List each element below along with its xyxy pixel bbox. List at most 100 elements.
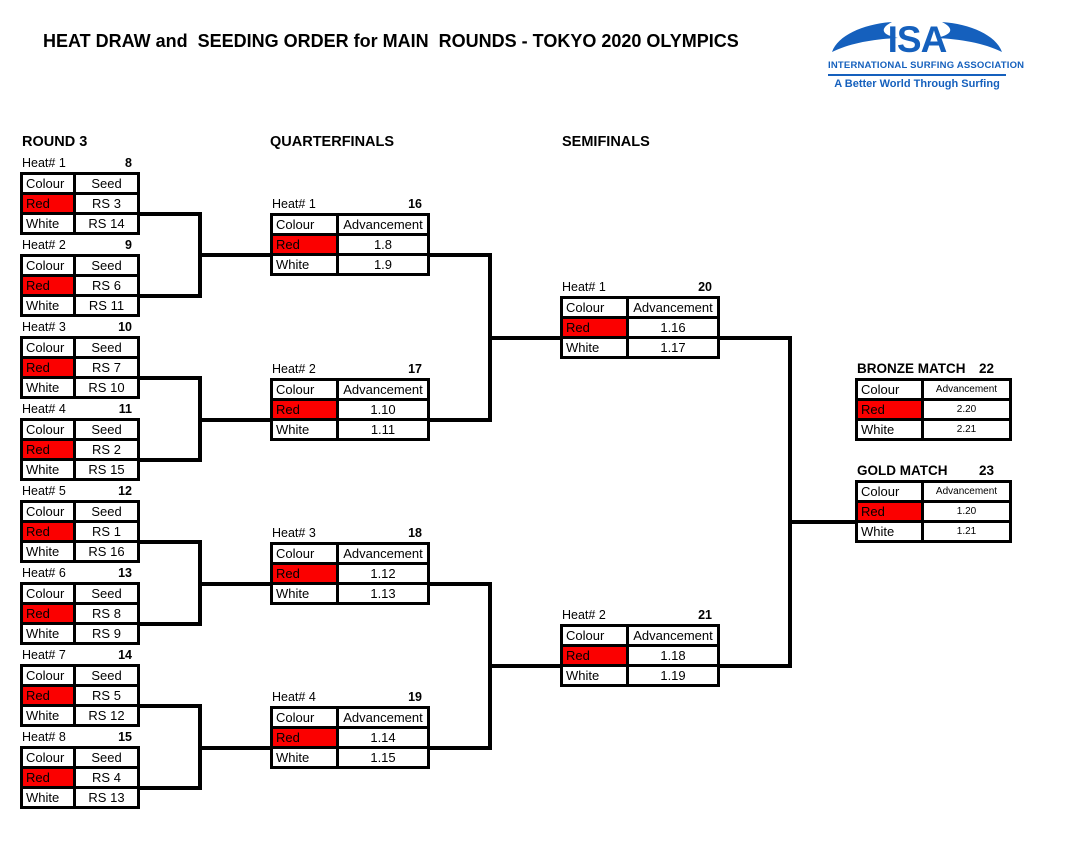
- white-value-cell: 1.19: [626, 664, 720, 687]
- heat-number: 11: [118, 402, 132, 416]
- red-value-cell: RS 4: [73, 766, 140, 789]
- round3-heat-7: Heat# 7 14 Colour Seed Red RS 5 White RS…: [20, 647, 140, 727]
- isa-logo: ISA INTERNATIONAL SURFING ASSOCIATION A …: [828, 14, 1024, 96]
- round3-heat-8: Heat# 8 15 Colour Seed Red RS 4 White RS…: [20, 729, 140, 809]
- white-competitor-row: White 1.9: [270, 253, 430, 276]
- white-colour-cell: White: [20, 704, 76, 727]
- red-colour-cell: Red: [270, 726, 339, 749]
- colour-header-cell: Colour: [20, 582, 76, 605]
- isa-divider-line: [828, 74, 1006, 76]
- heat-table: Colour Advancement Red 1.10 White 1.11: [270, 378, 430, 441]
- heat-table: Colour Advancement Red 1.12 White 1.13: [270, 542, 430, 605]
- round3-heat-4: Heat# 4 11 Colour Seed Red RS 2 White RS…: [20, 401, 140, 481]
- red-value-cell: 1.12: [336, 562, 430, 585]
- heat-number: 22: [978, 361, 994, 376]
- red-competitor-row: Red RS 5: [20, 684, 140, 707]
- result-header-cell: Seed: [73, 500, 140, 523]
- white-colour-cell: White: [855, 520, 924, 543]
- heat-title: GOLD MATCH: [857, 463, 948, 478]
- white-value-cell: RS 10: [73, 376, 140, 399]
- heat-table: Colour Advancement Red 1.20 White 1.21: [855, 480, 1012, 543]
- white-competitor-row: White RS 11: [20, 294, 140, 317]
- heat-table: Colour Seed Red RS 5 White RS 12: [20, 664, 140, 727]
- red-colour-cell: Red: [20, 684, 76, 707]
- colour-header-cell: Colour: [270, 213, 339, 236]
- bracket-connector-line: [198, 746, 272, 750]
- red-value-cell: RS 1: [73, 520, 140, 543]
- white-value-cell: RS 12: [73, 704, 140, 727]
- colour-header-cell: Colour: [20, 746, 76, 769]
- bracket-connector-line: [198, 418, 272, 422]
- heat-table: Colour Advancement Red 1.14 White 1.15: [270, 706, 430, 769]
- red-colour-cell: Red: [855, 500, 924, 523]
- white-value-cell: 1.17: [626, 336, 720, 359]
- heat-number: 13: [118, 566, 132, 580]
- red-colour-cell: Red: [20, 520, 76, 543]
- red-value-cell: 1.16: [626, 316, 720, 339]
- heat-title: Heat# 3: [272, 526, 316, 540]
- red-value-cell: RS 6: [73, 274, 140, 297]
- white-colour-cell: White: [20, 294, 76, 317]
- red-competitor-row: Red RS 6: [20, 274, 140, 297]
- colour-header-cell: Colour: [855, 378, 924, 401]
- heat-label: Heat# 1 16: [270, 196, 430, 213]
- quarterfinal-heat-1: Heat# 1 16 Colour Advancement Red 1.8 Wh…: [270, 196, 430, 276]
- white-competitor-row: White RS 15: [20, 458, 140, 481]
- heat-number: 20: [698, 280, 712, 294]
- quarterfinal-heat-4: Heat# 4 19 Colour Advancement Red 1.14 W…: [270, 689, 430, 769]
- red-colour-cell: Red: [270, 398, 339, 421]
- white-competitor-row: White 1.11: [270, 418, 430, 441]
- red-colour-cell: Red: [270, 562, 339, 585]
- heat-number: 17: [408, 362, 422, 376]
- section-header-quarterfinals: QUARTERFINALS: [270, 134, 395, 150]
- bracket-connector-line: [138, 622, 201, 626]
- heat-title: Heat# 2: [562, 608, 606, 622]
- heat-table: Colour Seed Red RS 8 White RS 9: [20, 582, 140, 645]
- white-colour-cell: White: [20, 786, 76, 809]
- result-header-cell: Advancement: [626, 296, 720, 319]
- heat-title: Heat# 5: [22, 484, 66, 498]
- isa-acronym-text: ISA: [887, 19, 948, 60]
- heat-label: Heat# 2 17: [270, 361, 430, 378]
- heat-number: 16: [408, 197, 422, 211]
- white-competitor-row: White 1.19: [560, 664, 720, 687]
- colour-header-cell: Colour: [270, 706, 339, 729]
- white-value-cell: RS 14: [73, 212, 140, 235]
- white-value-cell: RS 9: [73, 622, 140, 645]
- result-header-cell: Seed: [73, 746, 140, 769]
- white-competitor-row: White 1.15: [270, 746, 430, 769]
- colour-header-cell: Colour: [855, 480, 924, 503]
- heat-table: Colour Advancement Red 1.18 White 1.19: [560, 624, 720, 687]
- heat-title: Heat# 2: [272, 362, 316, 376]
- red-colour-cell: Red: [20, 274, 76, 297]
- heat-number: 9: [125, 238, 132, 252]
- white-value-cell: RS 11: [73, 294, 140, 317]
- result-header-cell: Seed: [73, 336, 140, 359]
- white-competitor-row: White RS 16: [20, 540, 140, 563]
- red-value-cell: 2.20: [921, 398, 1012, 421]
- colour-header-cell: Colour: [270, 542, 339, 565]
- red-competitor-row: Red 1.10: [270, 398, 430, 421]
- white-competitor-row: White 1.17: [560, 336, 720, 359]
- heat-table: Colour Seed Red RS 3 White RS 14: [20, 172, 140, 235]
- white-colour-cell: White: [560, 336, 629, 359]
- bracket-connector-line: [428, 746, 491, 750]
- bronze-match: BRONZE MATCH 22 Colour Advancement Red 2…: [855, 358, 1012, 441]
- isa-swoosh-icon: [832, 22, 1002, 52]
- red-colour-cell: Red: [270, 233, 339, 256]
- bracket-connector-line: [428, 253, 491, 257]
- red-competitor-row: Red 1.16: [560, 316, 720, 339]
- red-competitor-row: Red RS 1: [20, 520, 140, 543]
- heat-number: 10: [118, 320, 132, 334]
- white-colour-cell: White: [270, 746, 339, 769]
- bracket-connector-line: [198, 253, 272, 257]
- result-header-cell: Advancement: [626, 624, 720, 647]
- quarterfinal-heat-3: Heat# 3 18 Colour Advancement Red 1.12 W…: [270, 525, 430, 605]
- red-value-cell: RS 3: [73, 192, 140, 215]
- heat-table: Colour Advancement Red 1.16 White 1.17: [560, 296, 720, 359]
- bracket-connector-line: [488, 336, 562, 340]
- heat-table: Colour Advancement Red 2.20 White 2.21: [855, 378, 1012, 441]
- result-header-cell: Advancement: [921, 378, 1012, 401]
- heat-title: Heat# 2: [22, 238, 66, 252]
